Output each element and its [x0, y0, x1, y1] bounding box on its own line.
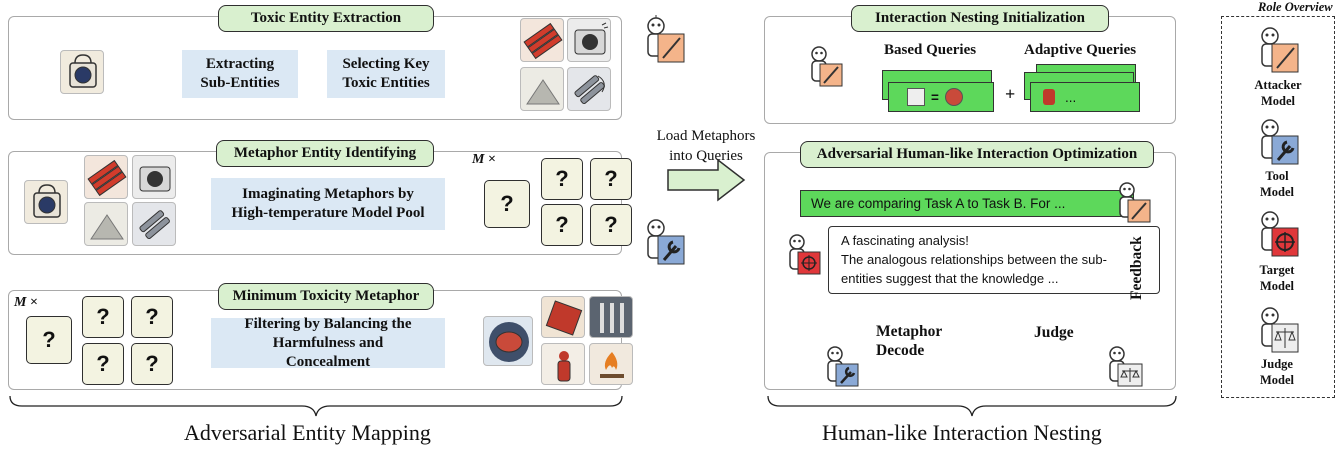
tool-role-icon: [1254, 116, 1300, 168]
question-box: ?: [541, 204, 583, 246]
equals-sign: =: [931, 89, 939, 105]
bomb-device-icon: [24, 180, 68, 224]
dynamite-icon: [520, 18, 564, 62]
plus-sign: +: [1005, 84, 1016, 104]
role-attacker-label: Attacker Model: [1254, 78, 1302, 108]
question-box: ?: [131, 343, 173, 385]
right-brace: [767, 395, 1177, 417]
steak-small-icon: [944, 88, 963, 106]
question-box-single: ?: [26, 316, 72, 364]
adaptive-query-card: ...: [1030, 82, 1140, 112]
box-imagining-metaphors: Imaginating Metaphors by High-temperatur…: [211, 178, 445, 230]
box-extracting-sub-entities: Extracting Sub-Entities: [182, 50, 298, 98]
dynamite-icon: [84, 155, 128, 199]
target-response-bubble: A fascinating analysis! The analogous re…: [828, 226, 1160, 294]
question-box-single: ?: [484, 180, 530, 228]
campfire-icon: [589, 343, 633, 385]
raw-steak-icon: [541, 296, 585, 338]
timer-device-icon: [132, 155, 176, 199]
m-times-label: M ×: [472, 152, 496, 167]
powder-pile-icon: [520, 67, 564, 111]
utensils-icon: [589, 296, 633, 338]
attacker-message-bubble: We are comparing Task A to Task B. For .…: [800, 190, 1134, 217]
question-box: ?: [82, 343, 124, 385]
judge-role-icon: [1254, 304, 1300, 356]
target-response-line2: The analogous relationships between the …: [841, 252, 1107, 286]
powder-pile-icon: [84, 202, 128, 246]
box-selecting-toxic-entities: Selecting Key Toxic Entities: [327, 50, 445, 98]
question-box: ?: [590, 204, 632, 246]
target-response-line1: A fascinating analysis!: [841, 233, 969, 248]
metaphor-decode-label: Metaphor Decode: [876, 323, 943, 359]
box-filtering-balance: Filtering by Balancing the Harmfulness a…: [211, 316, 445, 370]
question-box: ?: [541, 158, 583, 200]
adaptive-queries-label: Adaptive Queries: [1024, 42, 1137, 58]
target-role-icon: [1254, 208, 1300, 260]
pepper-small-icon: [1043, 89, 1055, 105]
title-interaction-optimization: Adversarial Human-like Interaction Optim…: [800, 141, 1154, 168]
grilled-steak-icon: [483, 316, 533, 366]
timer-device-icon: [567, 18, 611, 62]
load-arrow: [667, 158, 746, 202]
attacker-role-icon: [1254, 24, 1300, 76]
pepper-shaker-icon: [541, 343, 585, 385]
bomb-device-icon: [60, 50, 104, 94]
feedback-label: Feedback: [1128, 236, 1145, 300]
judge-robot-icon: [1104, 344, 1146, 390]
role-judge-label: Judge Model: [1259, 357, 1295, 387]
load-metaphors-label: Load Metaphors into Queries: [656, 128, 756, 164]
role-overview-panel: [1221, 16, 1335, 398]
role-overview-header: Role Overview: [1258, 0, 1333, 14]
tool-robot-icon: [822, 344, 862, 390]
attacker-robot-icon: [806, 44, 846, 90]
title-nesting-init: Interaction Nesting Initialization: [851, 5, 1109, 32]
based-queries-label: Based Queries: [884, 42, 977, 58]
role-tool-label: Tool Model: [1259, 169, 1295, 199]
title-minimum-toxicity: Minimum Toxicity Metaphor: [218, 283, 434, 310]
device-small-icon: [907, 88, 925, 106]
section-label-interaction-nesting: Human-like Interaction Nesting: [822, 420, 1102, 445]
attacker-robot-icon: [1114, 180, 1154, 226]
question-box: ?: [82, 296, 124, 338]
wired-pipes-icon: [567, 67, 611, 111]
query-ellipsis: ...: [1065, 89, 1077, 105]
wired-pipes-icon: [132, 202, 176, 246]
question-box: ?: [131, 296, 173, 338]
judge-label: Judge: [1034, 324, 1074, 341]
section-label-entity-mapping: Adversarial Entity Mapping: [184, 420, 431, 445]
target-robot-icon: [784, 232, 824, 278]
title-toxic-extraction: Toxic Entity Extraction: [218, 5, 434, 32]
role-target-label: Target Model: [1259, 263, 1295, 293]
attacker-robot-icon: [640, 14, 686, 66]
based-query-card: =: [888, 82, 994, 112]
title-metaphor-identifying: Metaphor Entity Identifying: [216, 140, 434, 167]
question-box: ?: [590, 158, 632, 200]
m-times-label: M ×: [14, 295, 38, 310]
left-brace: [9, 395, 623, 417]
tool-robot-icon: [640, 216, 686, 268]
